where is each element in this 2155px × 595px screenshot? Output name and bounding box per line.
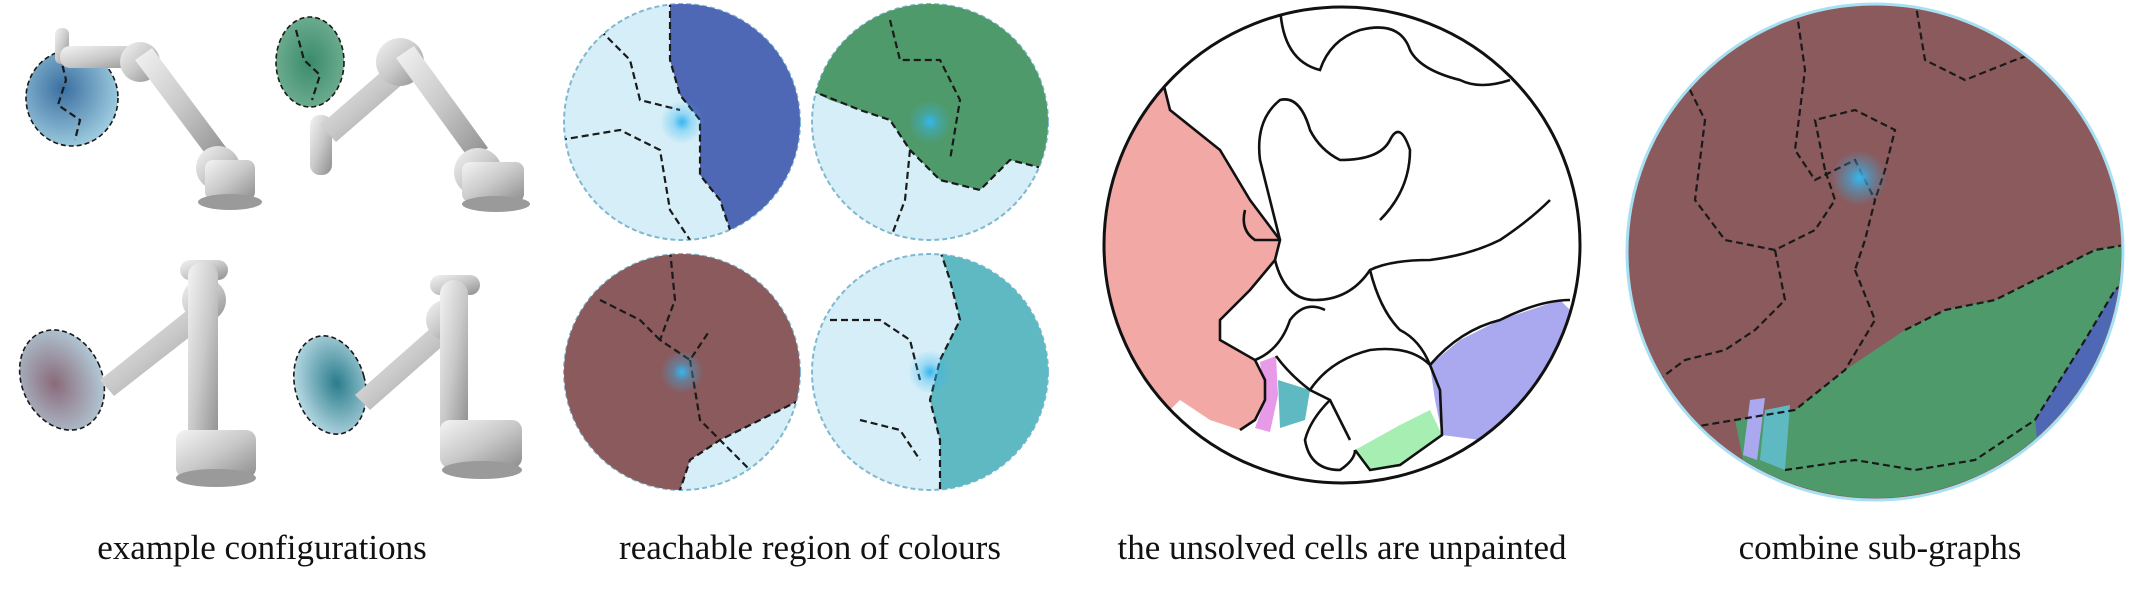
robot-arm-2 [275,16,530,212]
combined-region-teal [1760,405,1790,470]
reachable-disc-blue [563,3,801,241]
caption-reachable-region: reachable region of colours [619,528,1001,567]
cell-decomposition-disc [1102,5,1582,485]
panel-example-configurations [0,0,560,520]
panel-unsolved-cells [1080,0,1600,520]
reachable-region-discs [563,3,1049,491]
reachable-disc-green [811,3,1049,241]
panel-reachable-regions [560,0,1060,520]
reachable-disc-teal [811,253,1049,491]
panel-combine-subgraphs [1615,0,2155,520]
cell-teal [1278,380,1310,428]
reachable-disc-maroon [563,253,801,491]
cell-magenta [1255,356,1278,432]
cell-mint [1355,410,1442,470]
combined-disc [1625,2,2125,502]
combined-region-lavender [1743,398,1765,460]
robot-arm-4 [293,275,522,479]
caption-combine-subgraphs: combine sub-graphs [1738,528,2022,567]
caption-example-configurations: example configurations [97,528,427,567]
robot-arm-1 [25,28,262,210]
robot-arm-illustrations [18,16,530,487]
robot-arm-3 [18,260,256,487]
caption-unsolved-cells: the unsolved cells are unpainted [1117,528,1567,567]
